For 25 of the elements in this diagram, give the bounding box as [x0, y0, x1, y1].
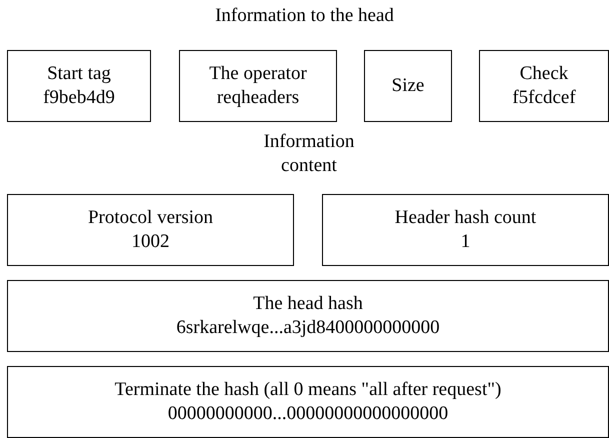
diagram-title: Information to the head	[214, 4, 395, 28]
field-value: 6srkarelwqe...a3jd8400000000000	[176, 316, 440, 340]
field-name: Size	[392, 74, 424, 98]
field-box	[479, 50, 609, 122]
field-box	[7, 366, 609, 438]
field-value: 1002	[132, 230, 170, 254]
field-box	[364, 50, 452, 122]
field-name: The operator	[209, 62, 307, 86]
field-name: Protocol version	[88, 206, 214, 230]
field-value: 00000000000...00000000000000000	[168, 402, 448, 426]
field-box	[179, 50, 337, 122]
field-box	[7, 280, 609, 352]
field-value: f5fcdcef	[512, 86, 576, 110]
field-box	[322, 194, 609, 266]
field-name: The head hash	[253, 292, 363, 316]
field-box	[7, 50, 151, 122]
field-name: Check	[520, 62, 568, 86]
field-value: 1	[460, 230, 470, 254]
field-name: Start tag	[47, 62, 111, 86]
field-name: Header hash count	[394, 206, 536, 230]
field-value: reqheaders	[216, 86, 300, 110]
field-box	[7, 194, 294, 266]
field-name: Terminate the hash (all 0 means "all after request")	[114, 378, 502, 402]
field-value: f9beb4d9	[43, 86, 115, 110]
section-heading: Information content	[262, 130, 356, 178]
